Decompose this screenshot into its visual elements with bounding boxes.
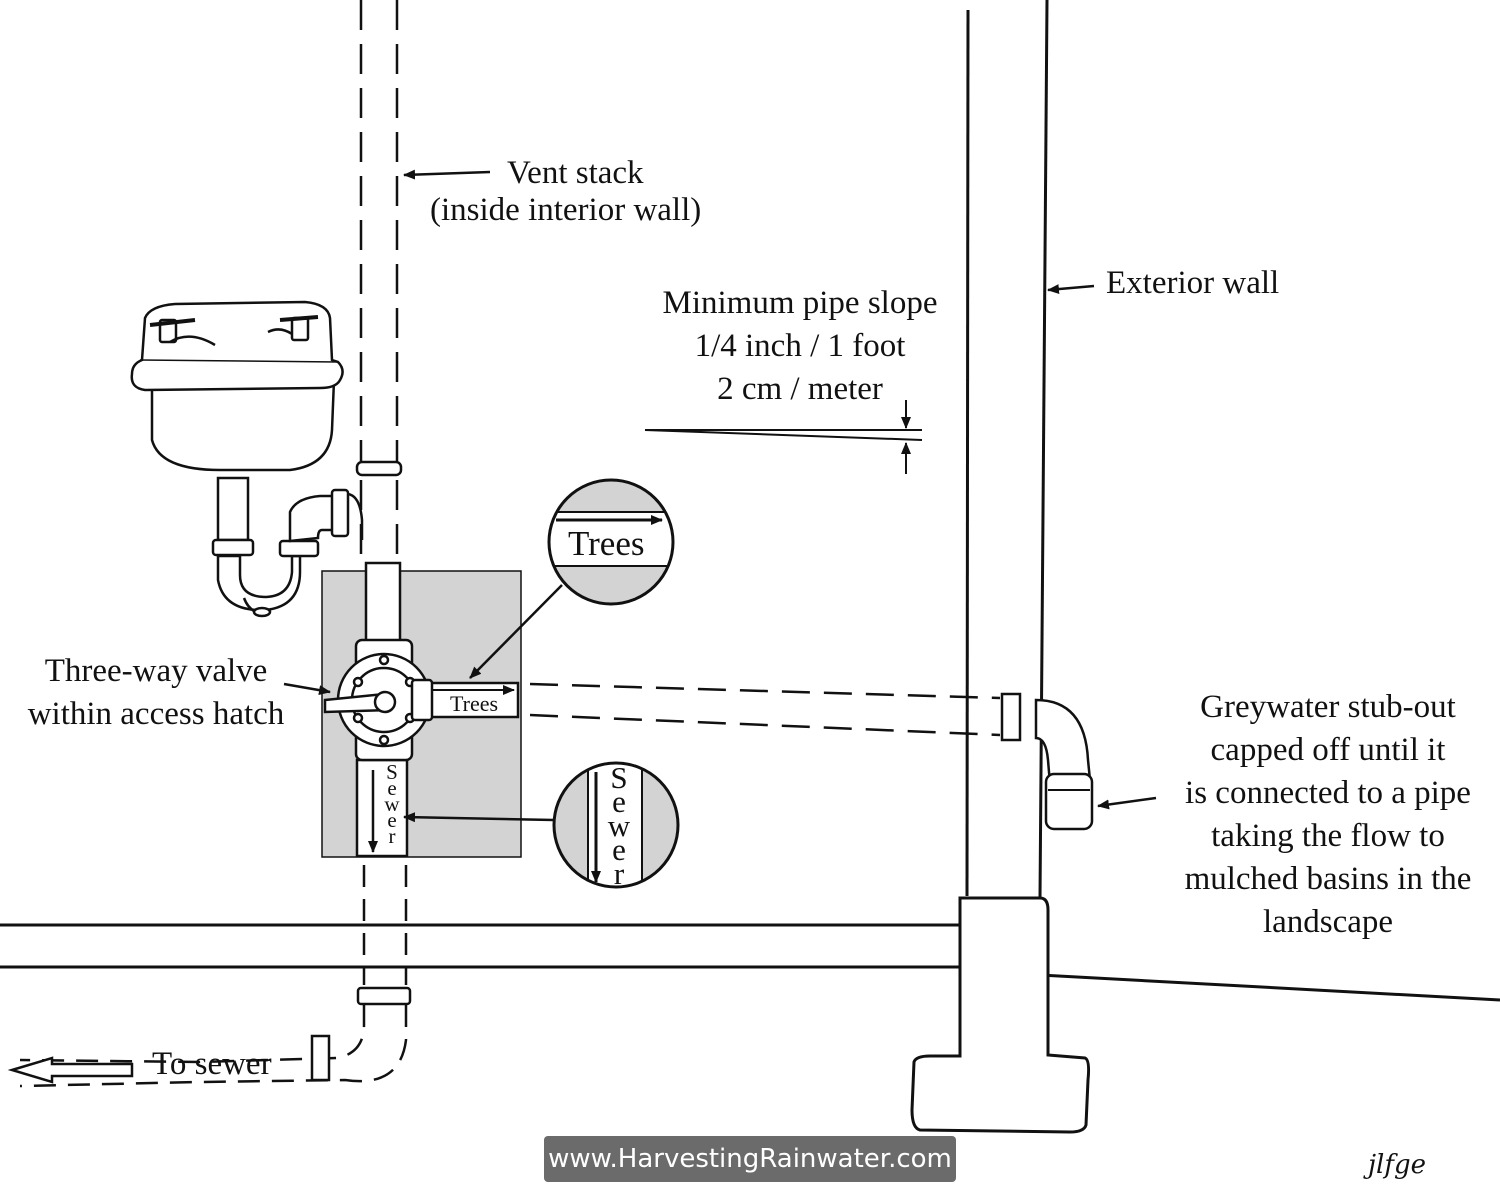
greywater-stub-line-2: capped off until it [1210, 732, 1446, 768]
website-url: www.HarvestingRainwater.com [544, 1136, 956, 1182]
sewer-detail-label: S e w e r [604, 760, 634, 891]
three-way-valve [323, 638, 434, 762]
vent-stack-label: Vent stack (inside interior wall) [430, 152, 701, 232]
trees-pipe-label: Trees [450, 691, 499, 716]
vent-stack-line-1: Vent stack [507, 155, 644, 191]
greywater-stub-line-4: taking the flow to [1211, 818, 1445, 854]
greywater-stub-line-1: Greywater stub-out [1200, 689, 1456, 725]
p-trap [211, 476, 364, 618]
sewer-detail-letter-5: r [613, 856, 625, 891]
sewer-detail-letter-2: e [612, 784, 626, 819]
sewer-detail-letter-3: w [607, 808, 631, 843]
wall-footing [910, 896, 1091, 1134]
to-sewer-label: To sewer [152, 1046, 272, 1082]
stub-out-cap [1044, 772, 1094, 831]
trees-bubble-leader [469, 584, 563, 679]
three-way-valve-line-2: within access hatch [27, 696, 285, 732]
vent-stack [359, 0, 399, 560]
greywater-line [529, 682, 1001, 737]
sewer-detail-letter-1: S [610, 760, 628, 795]
artist-signature: jlfge [1368, 1150, 1427, 1180]
drain-elbow-coupling [310, 1034, 331, 1082]
stub-out-leader [1097, 796, 1157, 810]
vent-stack-leader [403, 169, 491, 180]
stub-out-elbow [1034, 698, 1092, 786]
pipe-slope-line-1: Minimum pipe slope [662, 285, 938, 321]
greywater-stub-line-3: is connected to a pipe [1185, 775, 1471, 811]
to-sewer-arrow [7, 1056, 134, 1084]
exterior-wall-leader [1047, 284, 1095, 295]
three-way-valve-label: Three-way valve within access hatch [8, 650, 304, 736]
greywater-stub-line-5: mulched basins in the [1184, 861, 1472, 897]
sewer-pipe-letter-5: r [388, 824, 396, 848]
sewer-pipe-letter-1: S [386, 760, 398, 784]
vent-stack-line-2: (inside interior wall) [430, 192, 702, 228]
sewer-pipe-letter-3: w [384, 792, 400, 816]
sewer-pipe-letter-2: e [387, 776, 397, 800]
pipe-slope-line-2: 1/4 inch / 1 foot [694, 328, 906, 364]
sewer-bubble-leader [403, 812, 555, 823]
wall-sleeve [1000, 692, 1022, 742]
sink [130, 300, 344, 472]
valve-leader [283, 682, 331, 696]
trees-detail-label: Trees [568, 524, 645, 563]
vent-coupling [355, 460, 403, 477]
hatch-vertical-pipe [355, 561, 409, 858]
sewer-pipe-letter-4: e [387, 808, 397, 832]
pipe-slope-indicator [644, 400, 923, 474]
pipe-slope-line-3: 2 cm / meter [717, 371, 883, 407]
sewer-drain-pipe [19, 865, 408, 1088]
exterior-wall-label: Exterior wall [1106, 265, 1280, 301]
greywater-stub-label: Greywater stub-out capped off until it i… [1158, 686, 1498, 944]
three-way-valve-line-1: Three-way valve [44, 653, 268, 689]
drain-coupling [356, 986, 412, 1006]
greywater-stub-line-6: landscape [1262, 904, 1394, 940]
sewer-pipe-label: S e w e r [383, 760, 401, 848]
pipe-slope-label: Minimum pipe slope 1/4 inch / 1 foot 2 c… [630, 282, 970, 411]
floor-lines [0, 923, 1500, 1002]
sewer-detail-letter-4: e [612, 832, 626, 867]
exterior-wall [965, 0, 1049, 899]
